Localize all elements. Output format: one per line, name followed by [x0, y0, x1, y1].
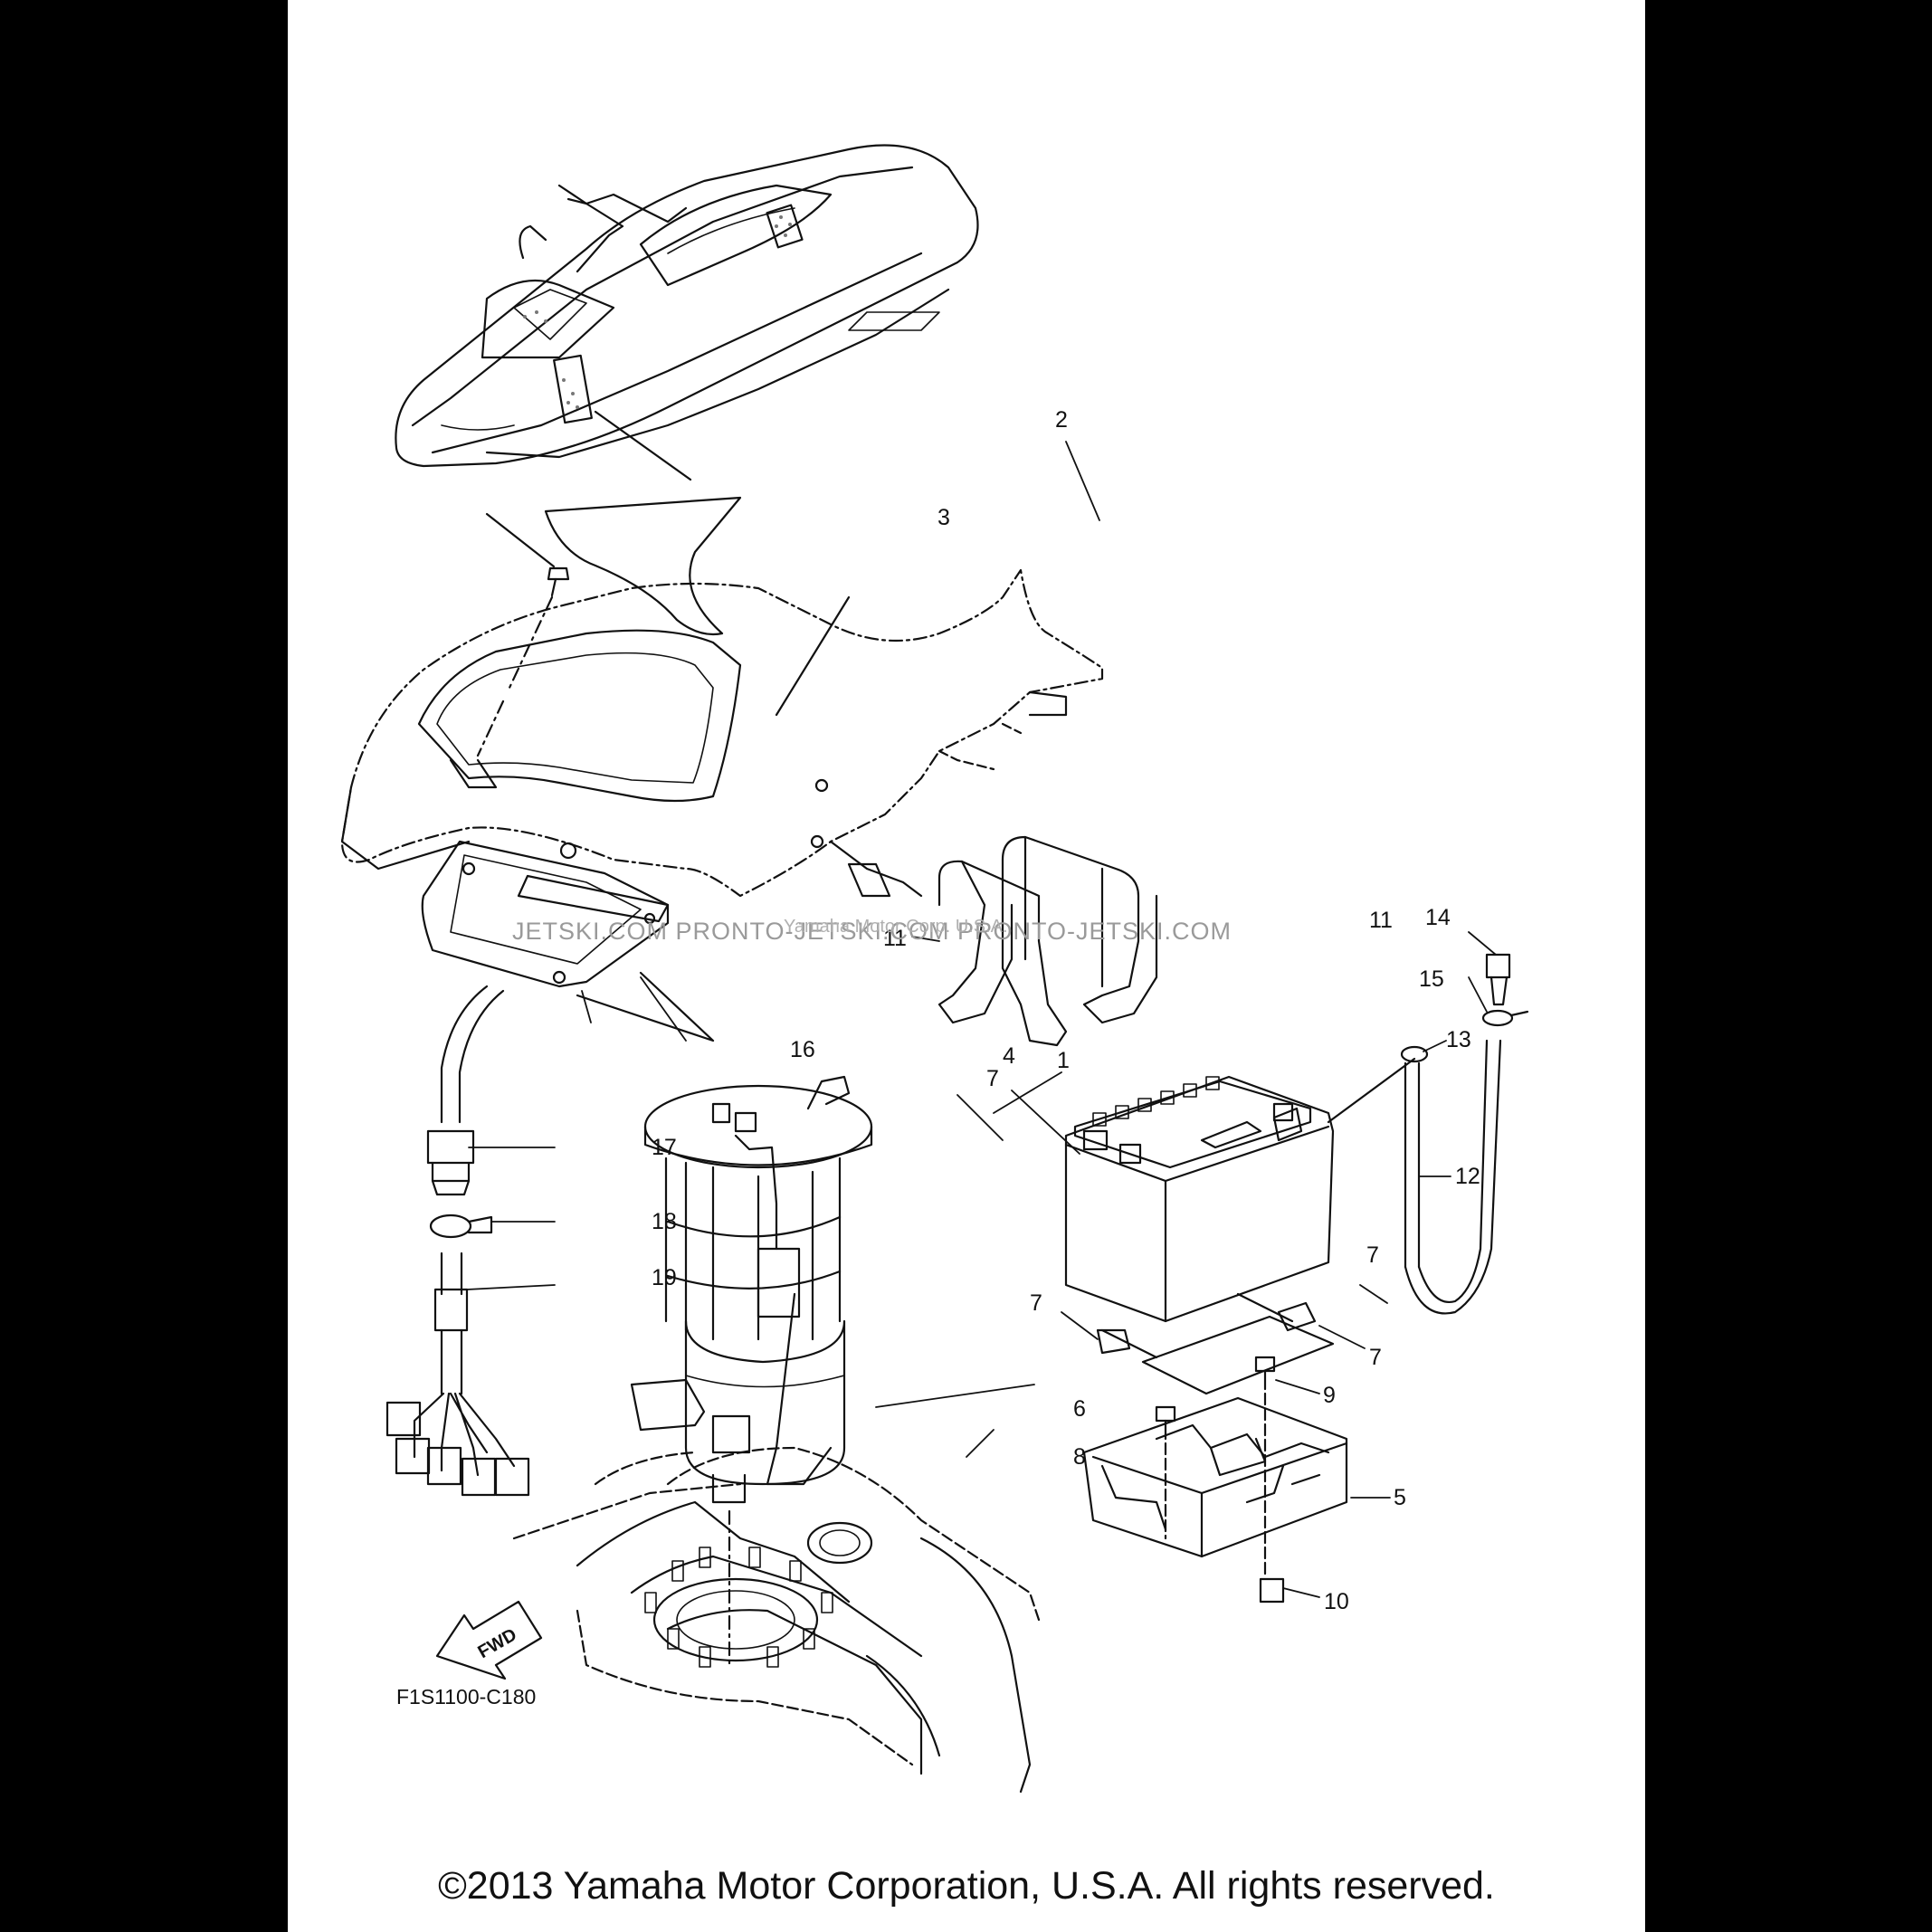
wiring-harness: [385, 985, 530, 1497]
callout-13: 13: [1446, 1027, 1471, 1052]
diagram-code: F1S1100-C180: [396, 1685, 536, 1708]
callout-6: 6: [1073, 1396, 1086, 1422]
callout-1: 1: [1057, 1048, 1070, 1073]
callout-3: 3: [937, 505, 950, 530]
fwd-label: FWD: [474, 1624, 519, 1662]
deck-mat-2: [544, 496, 742, 636]
callout-4: 4: [1003, 1043, 1015, 1069]
callout-11a: 11: [883, 926, 907, 951]
watermark: JETSKI.COM PRONTO-JETSKI.COM PRONTO-JETS…: [512, 918, 1232, 945]
callout-7c: 7: [1030, 1290, 1042, 1316]
callout-18: 18: [652, 1209, 677, 1234]
callout-10: 10: [1324, 1589, 1349, 1614]
pump-cover-16: [421, 840, 715, 1042]
callout-17: 17: [652, 1135, 677, 1160]
parts-diagram: 1 2 3 4 5 6 7 7 7 7 8 9 10 11 11 12 13 1…: [340, 144, 1529, 1794]
battery-band-11: [937, 835, 1158, 1047]
bolt-9: [1254, 1356, 1276, 1391]
callout-labels: 1 2 3 4 5 6 7 7 7 7 8 9 10 11 11 12 13 1…: [652, 407, 1480, 1614]
deck-hood: [340, 568, 1104, 898]
texture-dots: [523, 215, 792, 409]
fwd-arrow: [435, 1600, 543, 1680]
callout-7a: 7: [986, 1066, 999, 1091]
callout-14: 14: [1425, 905, 1451, 930]
battery-4: [1064, 1075, 1335, 1323]
watercraft-illustration: [395, 144, 979, 468]
copyright-notice: ©2013 Yamaha Motor Corporation, U.S.A. A…: [438, 1864, 1495, 1908]
watermark-sub: Yamaha Motor Corp. U.S.A.: [784, 917, 1008, 937]
battery-mat-6: [1141, 1315, 1335, 1395]
battery-box-5: [1082, 1396, 1348, 1558]
callout-5: 5: [1394, 1485, 1406, 1510]
callout-9: 9: [1323, 1383, 1336, 1408]
screw-3: [547, 566, 570, 597]
fitting-14: [1485, 953, 1511, 1006]
fuel-pump-1: [630, 1075, 873, 1504]
callout-11b: 11: [1369, 908, 1393, 933]
callout-15: 15: [1419, 966, 1444, 992]
callout-12: 12: [1455, 1164, 1480, 1189]
callout-7b: 7: [1366, 1242, 1379, 1268]
vent-hose-12: [1404, 1039, 1502, 1315]
nut-10: [1259, 1577, 1285, 1604]
callout-8: 8: [1073, 1444, 1086, 1470]
callout-19: 19: [652, 1265, 677, 1290]
bolt-8: [1155, 1405, 1176, 1441]
diagram-sheet: [288, 0, 1645, 1932]
clamp-13: [1400, 1045, 1429, 1063]
clamp-15: [1481, 1009, 1529, 1027]
fuel-tank-top: [512, 1446, 1041, 1794]
callout-leaders: [466, 441, 1497, 1598]
callout-2: 2: [1055, 407, 1068, 433]
callout-16: 16: [790, 1037, 815, 1062]
callout-7d: 7: [1369, 1345, 1382, 1370]
